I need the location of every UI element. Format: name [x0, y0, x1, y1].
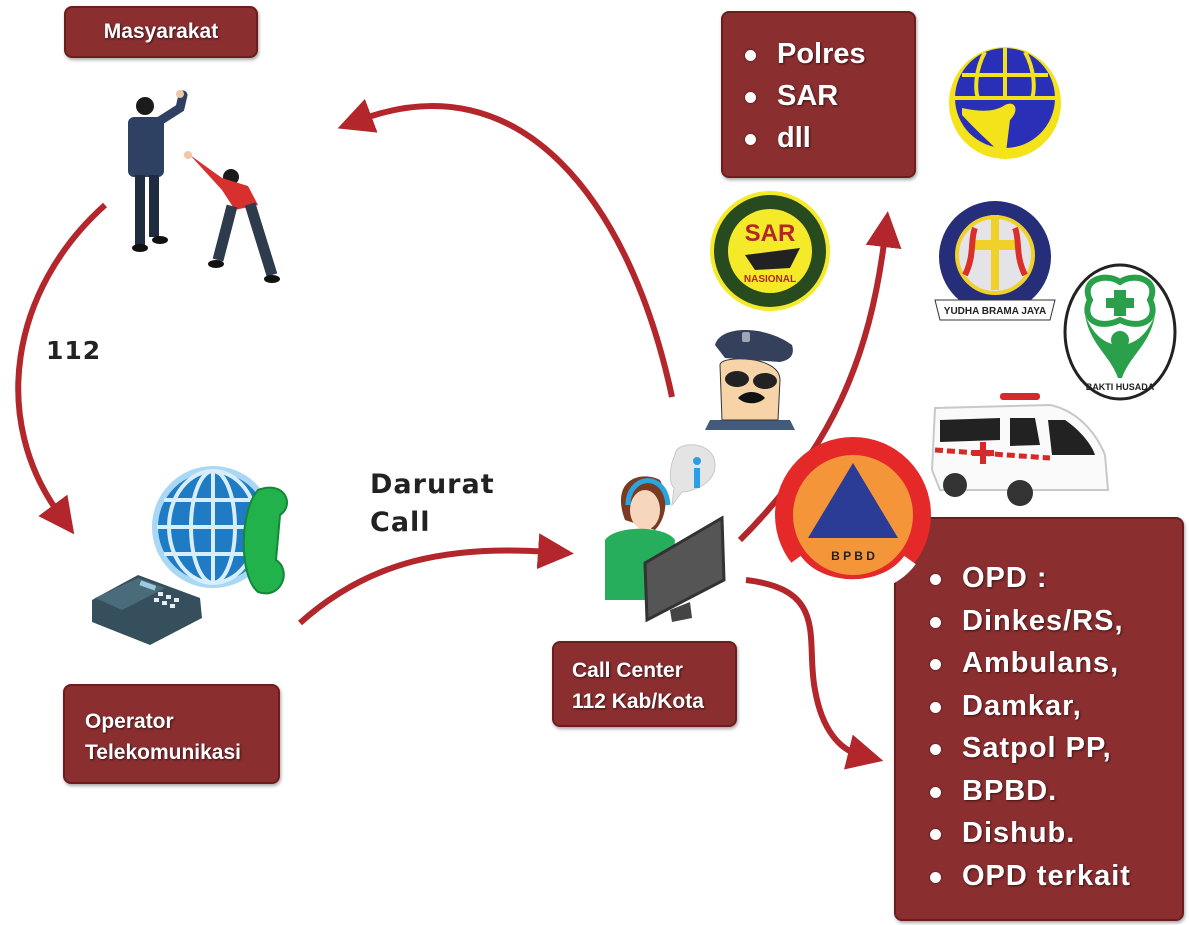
node-call-center-line2: 112 Kab/Kota — [572, 690, 704, 713]
node-masyarakat: Masyarakat — [64, 6, 258, 58]
opd-item: OPD terkait — [922, 855, 1182, 898]
node-operator-line1: Operator — [85, 710, 174, 733]
opd-item: Dinkes/RS, — [922, 600, 1182, 643]
opd-item: Satpol PP, — [922, 727, 1182, 770]
agency-item: dll — [737, 117, 914, 159]
edge-label-darurat-call: Darurat Call — [370, 466, 495, 542]
arrow-callcenter-to-agencies — [737, 211, 902, 543]
node-agencies-top: Polres SAR dll — [721, 11, 916, 178]
node-agencies-opd: OPD : Dinkes/RS, Ambulans, Damkar, Satpo… — [894, 517, 1184, 921]
opd-item: Damkar, — [922, 685, 1182, 728]
arrow-callcenter-to-opd — [745, 577, 884, 770]
opd-item: Ambulans, — [922, 642, 1182, 685]
opd-item: Dishub. — [922, 812, 1182, 855]
node-operator-line2: Telekomunikasi — [85, 741, 242, 764]
node-call-center-line1: Call Center — [572, 659, 683, 682]
opd-item: BPBD. — [922, 770, 1182, 813]
node-operator: Operator Telekomunikasi — [63, 684, 280, 784]
arrow-masyarakat-to-operator — [15, 202, 108, 535]
edge-label-line1: Darurat — [370, 469, 495, 500]
opd-item: OPD : — [922, 557, 1182, 600]
arrow-callcenter-to-masyarakat — [337, 98, 675, 398]
edge-label-112: 112 — [46, 336, 102, 365]
agency-item: SAR — [737, 75, 914, 117]
agency-item: Polres — [737, 33, 914, 75]
arrow-operator-to-callcenter — [297, 533, 574, 626]
node-call-center: Call Center 112 Kab/Kota — [552, 641, 737, 727]
edge-label-line2: Call — [370, 507, 431, 538]
node-masyarakat-label: Masyarakat — [103, 20, 219, 43]
